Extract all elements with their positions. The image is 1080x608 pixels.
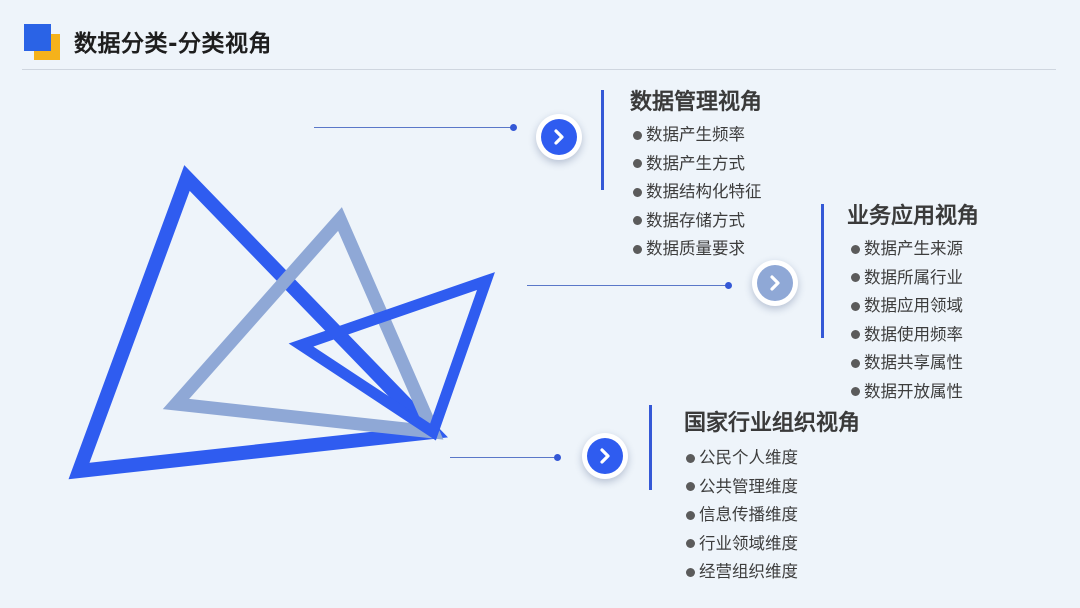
- section-1-title: 数据管理视角: [630, 89, 762, 117]
- section-3-list: 公民个人维度 公共管理维度 信息传播维度 行业领域维度 经营组织维度: [686, 444, 798, 587]
- list-item: 数据共享属性: [851, 349, 963, 378]
- section-3-bar: [649, 405, 652, 490]
- chevron-right-icon: [598, 448, 612, 464]
- list-item: 数据使用频率: [851, 321, 963, 350]
- list-item: 数据存储方式: [633, 207, 762, 236]
- list-item: 数据所属行业: [851, 264, 963, 293]
- list-item: 经营组织维度: [686, 558, 798, 587]
- list-item: 数据应用领域: [851, 292, 963, 321]
- section-1-bar: [601, 90, 604, 190]
- section-3-chevron-button[interactable]: [582, 433, 628, 479]
- section-2-title: 业务应用视角: [847, 203, 979, 231]
- connector-line-1: [314, 127, 514, 128]
- section-1-list: 数据产生频率 数据产生方式 数据结构化特征 数据存储方式 数据质量要求: [633, 121, 762, 264]
- list-item: 行业领域维度: [686, 530, 798, 559]
- list-item: 信息传播维度: [686, 501, 798, 530]
- list-item: 数据产生来源: [851, 235, 963, 264]
- chevron-right-icon: [768, 275, 782, 291]
- section-3-title: 国家行业组织视角: [684, 410, 860, 438]
- connector-line-3: [450, 457, 558, 458]
- list-item: 公共管理维度: [686, 473, 798, 502]
- list-item: 数据质量要求: [633, 235, 762, 264]
- list-item: 数据产生频率: [633, 121, 762, 150]
- list-item: 数据产生方式: [633, 150, 762, 179]
- list-item: 数据结构化特征: [633, 178, 762, 207]
- section-2-list: 数据产生来源 数据所属行业 数据应用领域 数据使用频率 数据共享属性 数据开放属…: [851, 235, 963, 406]
- chevron-right-icon: [552, 129, 566, 145]
- section-1-chevron-button[interactable]: [536, 114, 582, 160]
- connector-line-2: [527, 285, 729, 286]
- list-item: 数据开放属性: [851, 378, 963, 407]
- section-2-bar: [821, 204, 824, 338]
- section-2-chevron-button[interactable]: [752, 260, 798, 306]
- list-item: 公民个人维度: [686, 444, 798, 473]
